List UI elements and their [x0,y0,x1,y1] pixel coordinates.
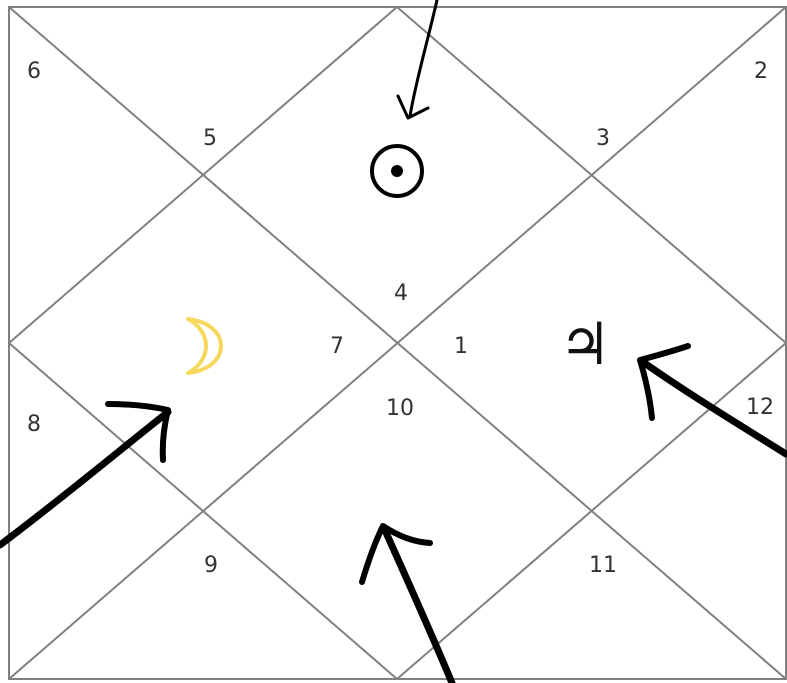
house-numbers: 6 5 3 2 4 7 1 10 8 12 9 11 [27,59,774,578]
diamond-edge [396,342,787,680]
house-number-6: 6 [27,59,41,84]
arrow-to-moon [0,401,172,549]
diamond-edge [8,342,398,680]
chart-grid [8,6,787,680]
moon-icon [186,317,223,375]
house-number-4: 4 [394,281,408,306]
house-number-12: 12 [746,395,774,420]
arrow-head [105,401,171,463]
arrow-shaft [408,0,439,118]
arrow-shaft [380,524,456,683]
arrow-head [637,343,691,421]
jupiter-glyph: ♃ [559,310,611,378]
sun-ring [370,144,424,198]
house-number-11: 11 [589,553,617,578]
arrow-shaft [639,358,787,458]
arrow-head [359,523,433,585]
moon-crescent [186,317,223,375]
diagonal-line [8,6,787,680]
jupiter-icon: ♃ [559,310,611,378]
arrow-to-house-10 [359,523,456,683]
house-number-3: 3 [596,126,610,151]
house-number-10: 10 [386,396,414,421]
arrow-head [396,94,430,120]
sun-icon [370,144,424,198]
house-number-9: 9 [204,553,218,578]
diamond-edge [8,6,398,344]
house-number-5: 5 [203,126,217,151]
arrow-to-sun [396,0,439,120]
house-number-1: 1 [454,334,468,359]
arrow-to-jupiter [637,343,787,458]
diamond-edge [396,6,787,344]
house-number-8: 8 [27,412,41,437]
sun-dot [391,165,403,177]
house-number-7: 7 [330,334,344,359]
arrow-shaft [0,408,172,549]
house-number-2: 2 [754,59,768,84]
